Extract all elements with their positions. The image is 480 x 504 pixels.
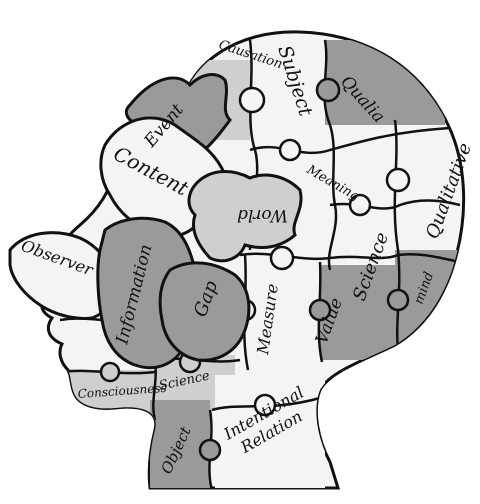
piece-gap	[158, 261, 251, 362]
piece-value-tile	[320, 265, 395, 360]
piece-intentional-tile	[215, 375, 325, 488]
piece-world	[187, 170, 303, 263]
piece-measure-tile	[245, 255, 320, 365]
label-world: World	[237, 205, 288, 225]
piece-object-tile	[150, 400, 210, 488]
label-consciousness: Consciousness	[77, 381, 167, 401]
puzzle-knobs	[99, 77, 411, 462]
loose-pieces	[8, 73, 303, 370]
